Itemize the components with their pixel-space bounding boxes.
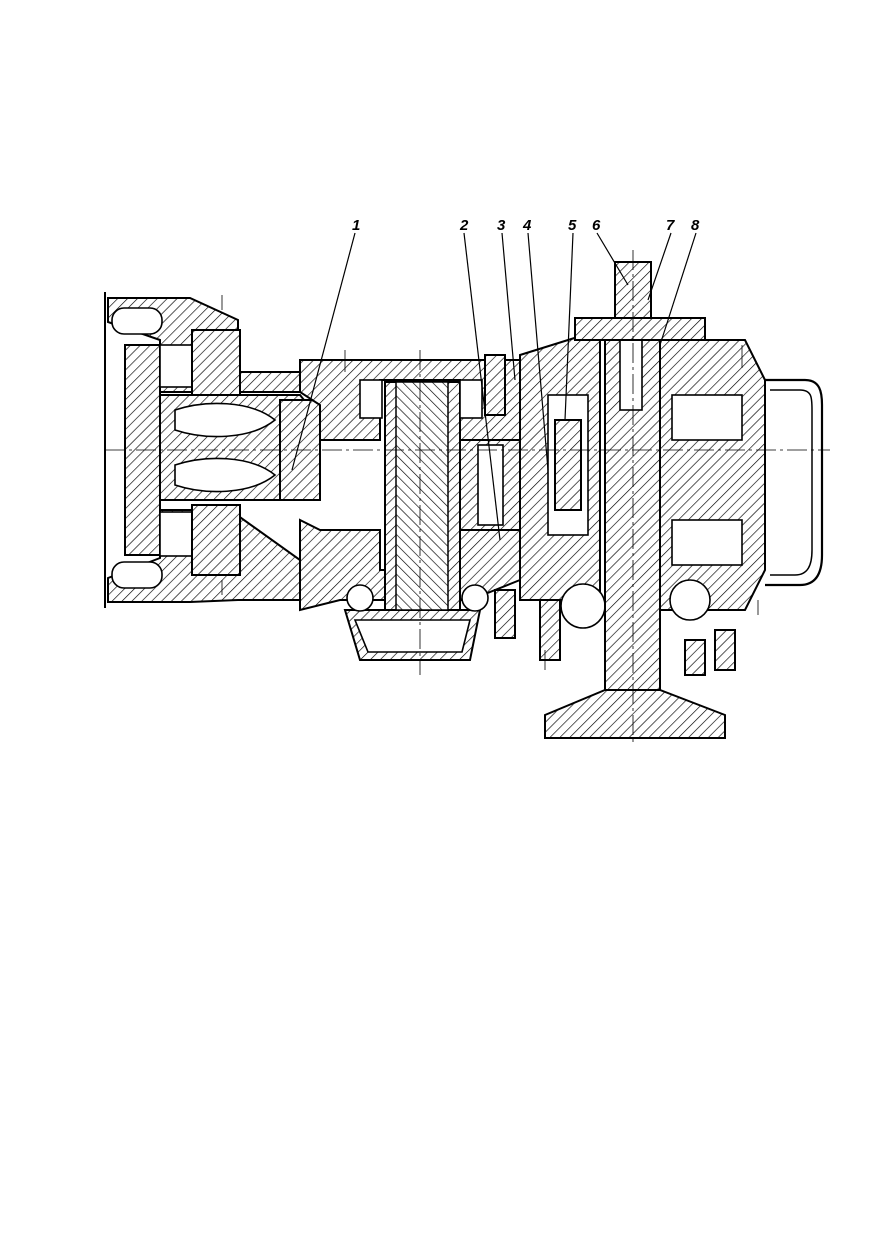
callout-6: 6 <box>592 217 601 234</box>
callout-4: 4 <box>522 217 532 234</box>
center-lines <box>105 250 830 745</box>
right-housing <box>659 339 824 676</box>
clutch-assembly <box>519 328 606 661</box>
leader-lines <box>291 232 697 541</box>
callout-1: 1 <box>352 217 360 234</box>
callout-2: 2 <box>459 217 469 234</box>
callout-7: 7 <box>666 217 675 234</box>
callout-labels: 1 2 3 4 5 6 7 8 <box>352 217 700 234</box>
callout-8: 8 <box>691 217 700 234</box>
callout-3: 3 <box>497 217 506 234</box>
part-1-drum-web <box>159 394 321 501</box>
main-output-shaft <box>544 319 726 739</box>
top-plug <box>574 261 706 341</box>
callout-5: 5 <box>568 217 577 234</box>
intermediate-shaft <box>346 379 489 612</box>
